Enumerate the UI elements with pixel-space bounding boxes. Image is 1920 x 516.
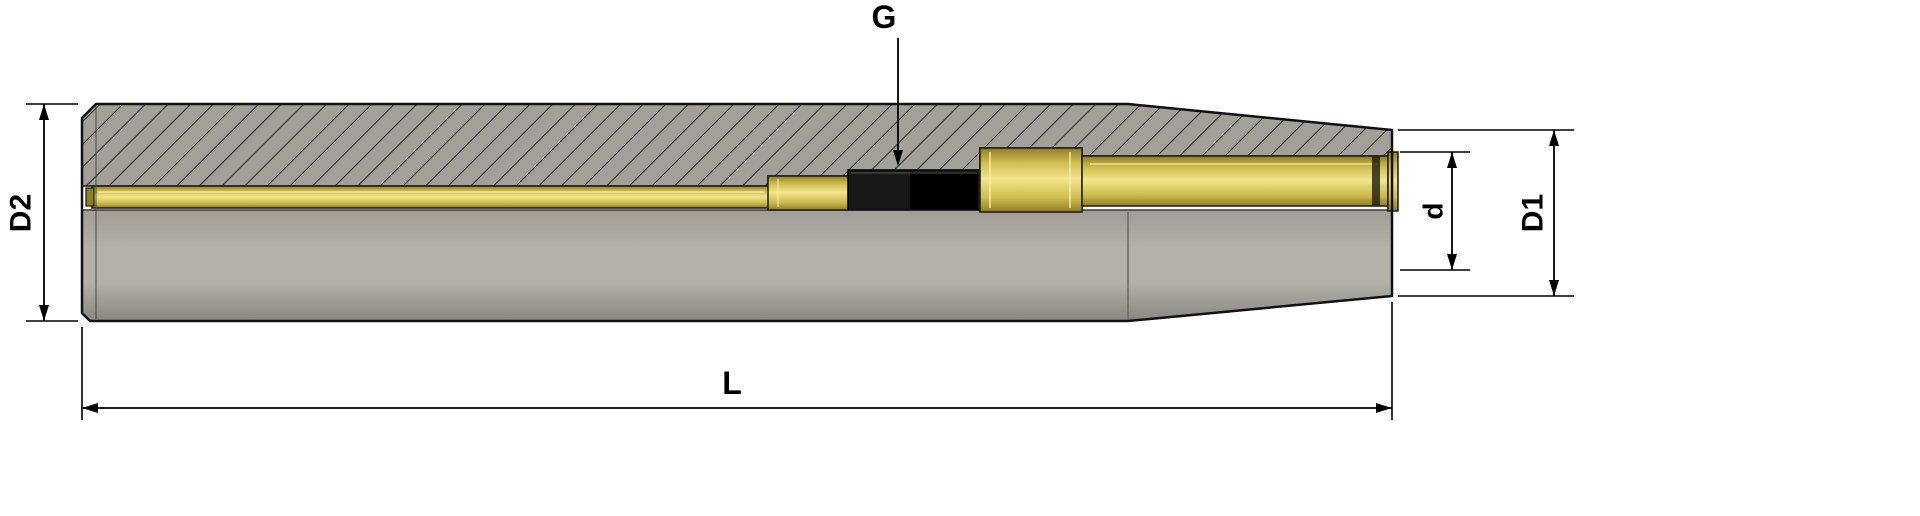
dim-L-arrow-right — [1376, 403, 1392, 413]
callout-G: G — [872, 0, 903, 166]
dim-D1-arrow-bottom — [1549, 280, 1559, 296]
dim-D1: D1 — [1398, 129, 1574, 297]
dim-D2-label: D2 — [5, 194, 38, 232]
screw-block-dark — [910, 172, 978, 210]
dim-d: d — [1400, 151, 1470, 271]
callout-G-arrow — [893, 150, 903, 166]
brass-cylinder — [979, 147, 1083, 213]
brass-collar — [767, 175, 849, 211]
dim-D1-arrow-top — [1549, 130, 1559, 146]
dim-L: L — [81, 302, 1393, 420]
callout-G-label: G — [872, 0, 897, 35]
body-outline — [80, 102, 1394, 323]
dim-d-arrow-bottom — [1447, 254, 1457, 270]
dim-d-label: d — [1418, 202, 1449, 219]
dim-D2-arrow-bottom — [39, 305, 49, 321]
dim-d-arrow-top — [1447, 152, 1457, 168]
dim-D2-arrow-top — [39, 104, 49, 120]
dim-L-label: L — [722, 365, 742, 401]
coolant-tube-tip — [85, 187, 95, 207]
dim-D2: D2 — [5, 103, 78, 322]
dim-D1-label: D1 — [1517, 194, 1550, 232]
body-lower-half — [82, 210, 1392, 321]
brass-sleeve-band — [1372, 156, 1380, 206]
dim-L-arrow-left — [82, 403, 98, 413]
coolant-tube — [91, 185, 771, 209]
